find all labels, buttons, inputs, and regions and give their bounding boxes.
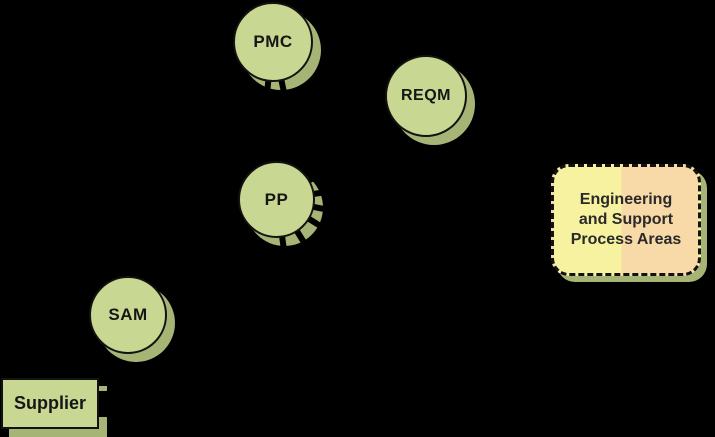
legend-line-3: Process Areas bbox=[570, 231, 682, 248]
process-area-node-sam: SAM bbox=[89, 276, 167, 354]
node-sam-label: SAM bbox=[108, 305, 148, 324]
process-area-node-reqm: REQM bbox=[385, 55, 467, 137]
supplier-box: Supplier bbox=[1, 378, 99, 429]
hidden-arrow-stripe bbox=[98, 391, 108, 417]
legend-line-1: Engineering bbox=[579, 191, 673, 208]
supplier-box-label: Supplier bbox=[13, 393, 86, 413]
process-area-node-pp: PP bbox=[238, 161, 315, 238]
node-pp-label: PP bbox=[264, 189, 289, 209]
legend-box-engineering-support: Engineering and Support Process Areas bbox=[551, 164, 701, 276]
process-area-node-pmc: PMC bbox=[233, 2, 313, 82]
node-reqm-label: REQM bbox=[401, 87, 451, 104]
node-pmc-label: PMC bbox=[253, 32, 293, 51]
legend-line-2: and Support bbox=[578, 211, 674, 228]
